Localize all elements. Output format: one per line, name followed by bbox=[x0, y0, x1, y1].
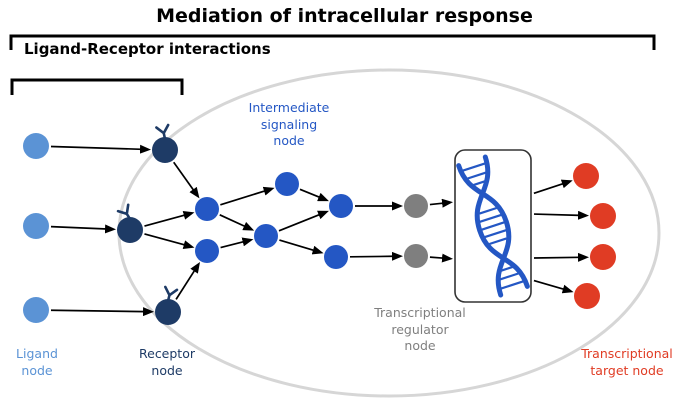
arrow-BO2-T2 bbox=[533, 210, 590, 220]
label-line: Intermediate bbox=[248, 100, 330, 115]
target-node bbox=[573, 163, 599, 189]
target-node bbox=[574, 283, 600, 309]
arrow-BO1-T1 bbox=[533, 179, 573, 195]
arrow-R2-I1 bbox=[144, 210, 195, 227]
arrow-R2-I2 bbox=[144, 233, 195, 250]
intermediate-node bbox=[195, 197, 219, 221]
target-node bbox=[590, 203, 616, 229]
dna-rung bbox=[489, 237, 507, 246]
label-line: signaling bbox=[260, 116, 318, 132]
arrow-G1-BI1 bbox=[429, 198, 454, 208]
arrow-I2-I3 bbox=[220, 237, 254, 249]
arrow-BO3-T3 bbox=[533, 252, 590, 262]
label-line: node bbox=[404, 338, 436, 353]
label-line: target node bbox=[590, 362, 664, 378]
label-line: regulator bbox=[391, 321, 449, 337]
arrow-I1-I3 bbox=[219, 214, 255, 231]
arrow-I1-I4 bbox=[220, 186, 275, 206]
arrow-L2-R2 bbox=[50, 224, 117, 234]
arrow-L3-R3 bbox=[50, 307, 155, 317]
dna-rung bbox=[498, 271, 521, 281]
arrow-I3-I5 bbox=[278, 210, 329, 232]
dna-rung bbox=[500, 265, 513, 272]
dna-rung bbox=[499, 279, 525, 291]
dna-helix-icon bbox=[456, 154, 530, 298]
arrow-R1-I1 bbox=[173, 161, 200, 199]
regulator-node bbox=[404, 194, 428, 218]
receptor-node bbox=[152, 137, 178, 163]
dna-rung bbox=[479, 206, 497, 215]
arrow-I3-I6 bbox=[279, 239, 324, 255]
transcriptional-regulator-node-label: Transcriptional regulator node bbox=[374, 305, 466, 355]
label-line: Transcriptional bbox=[374, 305, 466, 320]
dna-rung bbox=[465, 171, 488, 181]
arrow-BO4-T4 bbox=[533, 279, 574, 294]
arrow-I4-I5 bbox=[299, 188, 329, 202]
ligand-receptor-scope-bracket bbox=[10, 78, 184, 95]
receptor-node-label: Receptor node bbox=[139, 346, 195, 379]
transcriptional-target-node-label: Transcriptional target node bbox=[581, 346, 673, 379]
target-node bbox=[590, 244, 616, 270]
response-scope-bracket bbox=[9, 34, 656, 50]
label-line: Ligand bbox=[16, 346, 58, 361]
ligand-node bbox=[23, 213, 49, 239]
ligand-node bbox=[23, 297, 49, 323]
ligand-node bbox=[23, 133, 49, 159]
dna-rung bbox=[473, 180, 486, 187]
intermediate-signaling-node-label: Intermediate signaling node bbox=[249, 100, 330, 150]
receptor-node bbox=[117, 217, 143, 243]
dna-strand bbox=[474, 154, 530, 289]
label-line: Transcriptional bbox=[581, 346, 673, 361]
intermediate-node bbox=[329, 194, 353, 218]
dna-rung bbox=[483, 228, 508, 239]
label-line: node bbox=[151, 362, 183, 378]
receptor-node bbox=[155, 299, 181, 325]
dna-strand bbox=[456, 163, 512, 298]
ligand-receptor-section-label: Ligand-Receptor interactions bbox=[24, 40, 271, 58]
dna-rung bbox=[461, 161, 487, 173]
arrow-L1-R1 bbox=[50, 144, 152, 154]
figure-title: Mediation of intracellular response bbox=[156, 5, 533, 27]
regulator-node bbox=[404, 244, 428, 268]
arrow-R3-I2 bbox=[175, 261, 200, 300]
arrow-I6-G2 bbox=[349, 251, 404, 261]
dna-rung bbox=[480, 220, 506, 232]
intermediate-node bbox=[324, 245, 348, 269]
label-line: Receptor bbox=[139, 346, 195, 361]
ligand-node-label: Ligand node bbox=[16, 346, 58, 379]
label-line: node bbox=[273, 133, 305, 148]
label-line: node bbox=[21, 362, 53, 378]
intermediate-node bbox=[195, 239, 219, 263]
intermediate-node bbox=[275, 172, 299, 196]
arrow-G2-BI2 bbox=[429, 253, 454, 263]
intermediate-node bbox=[254, 224, 278, 248]
dna-rung bbox=[478, 213, 503, 224]
